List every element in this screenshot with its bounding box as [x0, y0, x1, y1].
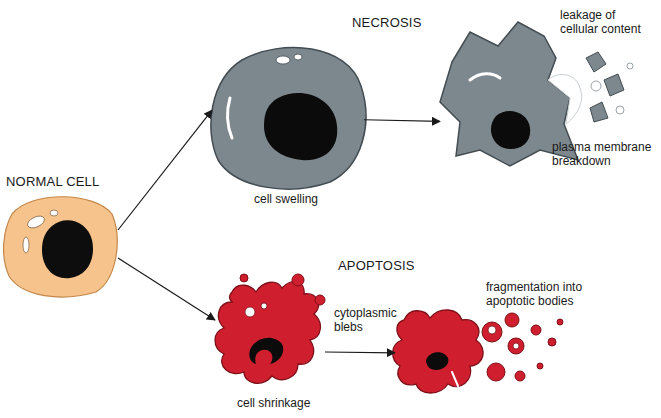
transition-arrow [118, 110, 212, 230]
cell-label: NORMAL CELL [6, 175, 126, 189]
cell-node: cell shrinkagecytoplasmic blebs [215, 275, 325, 385]
cell-label: plasma membrane breakdown [552, 140, 656, 168]
transition-arrow [364, 120, 440, 122]
process-title: APOPTOSIS [338, 258, 415, 273]
shrunk-cell [215, 274, 325, 383]
cell-node: fragmentation into apoptotic bodies [395, 300, 495, 396]
transition-arrow [325, 351, 395, 353]
swollen-cell [211, 47, 366, 188]
normal-cell [4, 197, 118, 297]
cell-node: NORMAL CELL [4, 195, 118, 295]
cell-node: cell swelling [212, 48, 364, 186]
fragmented-cell [393, 310, 563, 393]
transition-arrow [118, 258, 215, 320]
cell-label: cell swelling [254, 192, 354, 206]
cell-node: leakage of cellular contentplasma membra… [440, 15, 560, 167]
process-title: NECROSIS [352, 15, 422, 30]
cell-label: fragmentation into apoptotic bodies [486, 280, 594, 308]
cell-label: cell shrinkage [237, 396, 337, 410]
cell-label: cytoplasmic blebs [334, 306, 406, 334]
cell-label: leakage of cellular content [560, 8, 652, 36]
